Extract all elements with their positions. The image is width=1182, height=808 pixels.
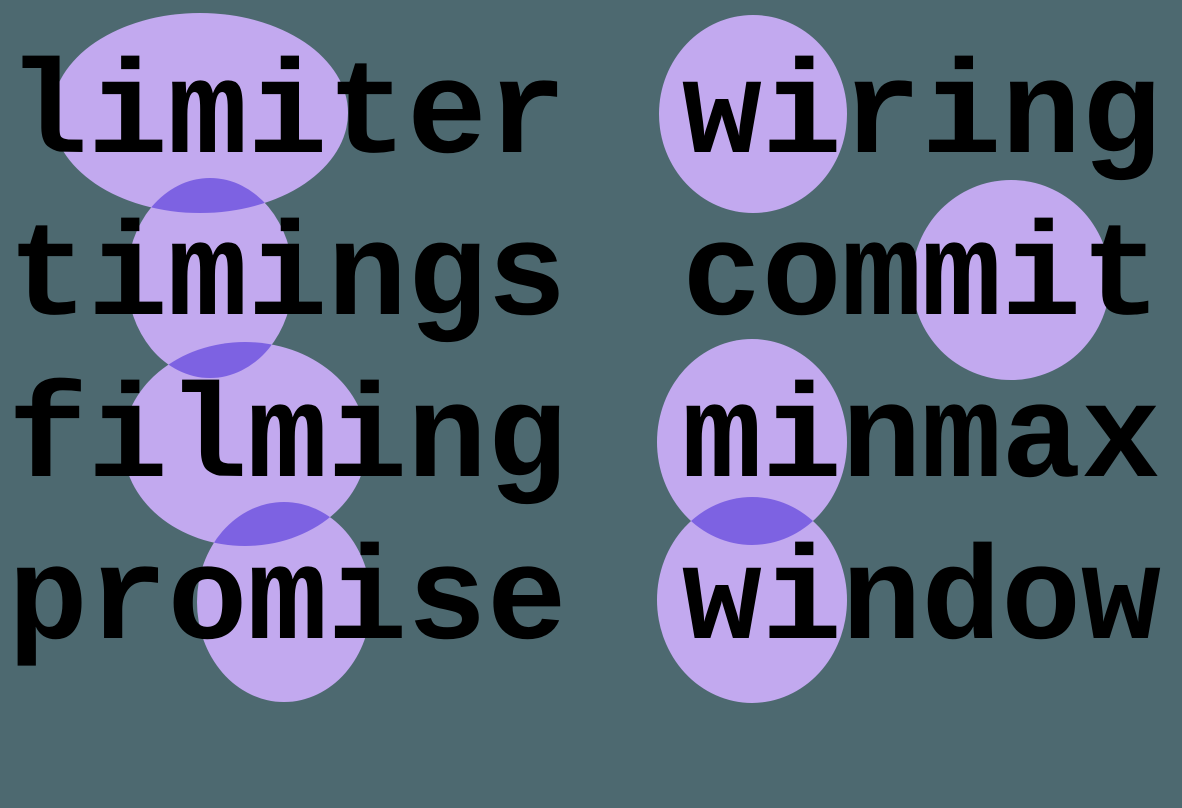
word-timings: timings <box>8 203 567 354</box>
word-layer: limiter timings filming promise wiring c… <box>8 41 1161 678</box>
word-filming: filming <box>8 365 567 516</box>
highlight-blob-window <box>657 497 847 703</box>
word-commit: commit <box>682 203 1161 354</box>
highlight-blob-promise <box>197 502 371 702</box>
word-wiring: wiring <box>682 41 1161 192</box>
highlight-blob-layer <box>52 13 1110 703</box>
word-window: window <box>682 527 1161 678</box>
highlight-blob-minmax <box>657 339 847 545</box>
word-promise: promise <box>8 527 567 678</box>
highlight-blob-timings <box>127 178 293 378</box>
highlight-blob-wiring <box>659 15 847 213</box>
highlight-blob-commit <box>912 180 1110 380</box>
highlight-blob-filming <box>123 342 367 546</box>
word-minmax: minmax <box>682 365 1161 516</box>
highlight-blob-limiter <box>52 13 348 213</box>
word-limiter: limiter <box>8 41 567 192</box>
